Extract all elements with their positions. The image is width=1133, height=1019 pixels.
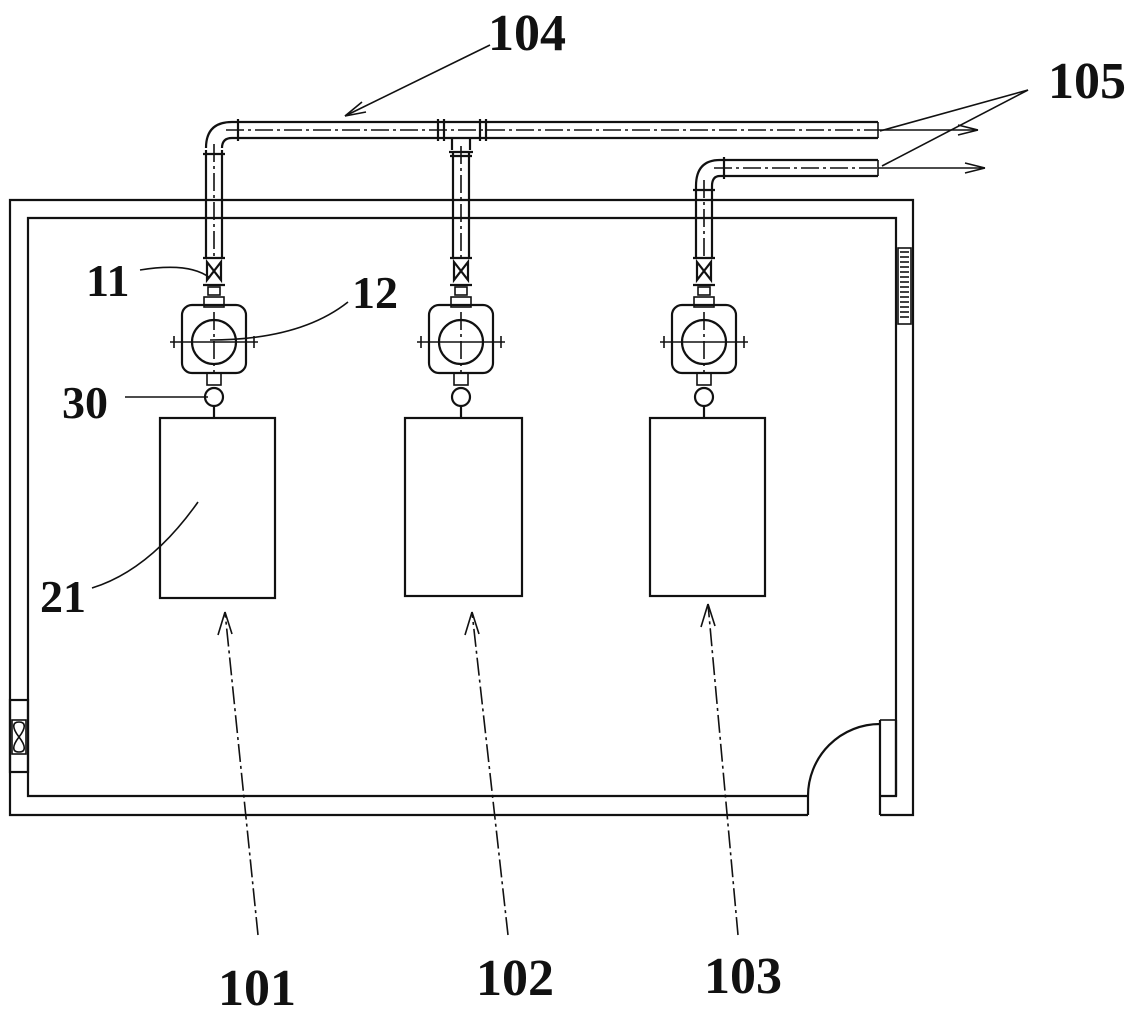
- leader-lines: [91, 44, 1029, 589]
- branch-exhaust-pipe: [694, 157, 879, 187]
- valve-icon: [205, 258, 223, 284]
- tank-body: [403, 416, 524, 598]
- pump-inlet: [450, 296, 472, 308]
- valve-neck: [454, 286, 468, 296]
- unit-1: [158, 144, 277, 600]
- label-21: 21: [40, 571, 86, 622]
- wall-vent-grille: [897, 247, 912, 325]
- label-101: 101: [218, 960, 296, 1017]
- unit-3: [648, 180, 767, 598]
- door: [806, 719, 896, 797]
- valve-icon: [695, 258, 713, 284]
- label-105: 105: [1048, 53, 1126, 110]
- main-exhaust-pipe: [204, 119, 879, 149]
- tank-body: [158, 416, 277, 600]
- tank-body: [648, 416, 767, 598]
- room-walls: [8, 198, 915, 817]
- outlet-arrows: [878, 124, 986, 174]
- fitting-icon: [450, 386, 472, 408]
- label-104: 104: [488, 5, 566, 62]
- unit-2: [403, 146, 524, 598]
- label-11: 11: [86, 255, 129, 306]
- label-12: 12: [352, 267, 398, 318]
- pump-inlet: [693, 296, 715, 308]
- pump-inlet: [203, 296, 225, 308]
- tee-fitting: [449, 138, 473, 154]
- units: [158, 144, 767, 600]
- pump-outlet: [453, 372, 469, 386]
- pump-outlet: [696, 372, 712, 386]
- valve-neck: [697, 286, 711, 296]
- exhaust-fan-icon: [8, 698, 30, 774]
- label-102: 102: [476, 950, 554, 1007]
- label-103: 103: [704, 948, 782, 1005]
- label-30: 30: [62, 377, 108, 428]
- fitting-icon: [693, 386, 715, 408]
- pump-outlet: [206, 372, 222, 386]
- valve-neck: [207, 286, 221, 296]
- unit-arrows: [217, 603, 739, 936]
- valve-icon: [452, 258, 470, 284]
